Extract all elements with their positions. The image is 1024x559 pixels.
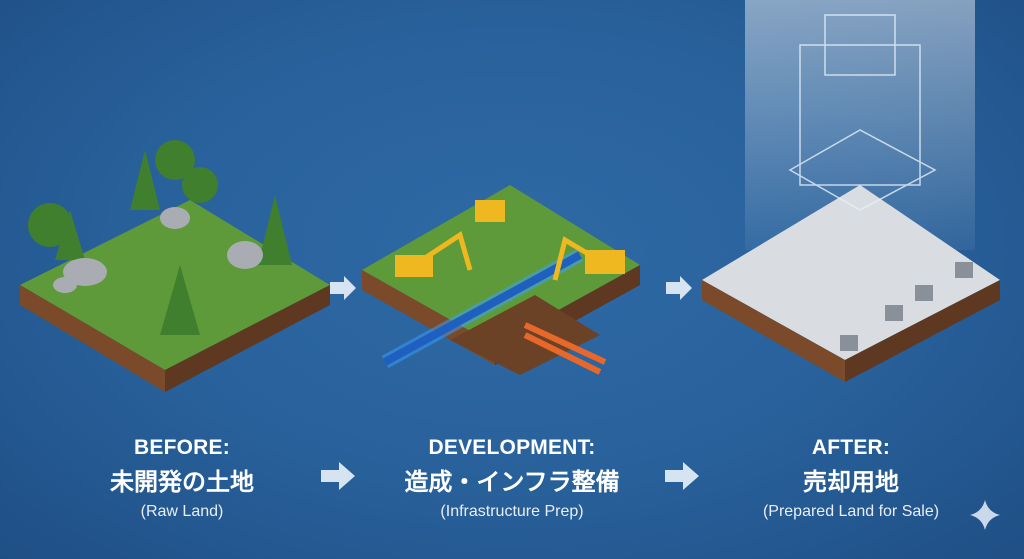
excavator-icons	[395, 200, 625, 281]
sparkle-icon	[970, 500, 1000, 530]
stage-title-jp: 売却用地	[803, 468, 899, 496]
orange-pipe-icon	[523, 322, 607, 375]
stage-subtitle: (Raw Land)	[140, 503, 224, 520]
rock-icons	[53, 207, 263, 293]
stage-subtitle: (Prepared Land for Sale)	[762, 503, 940, 520]
stage-subtitle: (Infrastructure Prep)	[440, 503, 584, 520]
raw-land-tile	[20, 140, 330, 392]
development-tile	[362, 185, 640, 375]
building-hologram	[788, 14, 937, 211]
stage-title: DEVELOPMENT:	[428, 436, 596, 459]
stage-title: AFTER:	[811, 436, 891, 459]
prepared-land-tile	[702, 0, 1000, 382]
tree-icons	[28, 140, 292, 335]
arrow-icon	[665, 462, 699, 490]
stage-after: AFTER: 売却用地 (Prepared Land for Sale)	[701, 436, 1001, 521]
stage-title-jp: 造成・インフラ整備	[404, 468, 620, 496]
stage-title: BEFORE:	[134, 436, 230, 459]
arrow-icon	[321, 462, 355, 490]
arrow-icon-small-1	[330, 276, 356, 300]
arrow-icon-small-2	[666, 276, 692, 300]
blue-pipe-icon	[381, 248, 584, 369]
utility-connector-icons	[840, 262, 973, 351]
stage-title-jp: 未開発の土地	[110, 468, 254, 496]
stage-development: DEVELOPMENT: 造成・インフラ整備 (Infrastructure P…	[362, 436, 662, 521]
stage-before: BEFORE: 未開発の土地 (Raw Land)	[32, 436, 332, 521]
